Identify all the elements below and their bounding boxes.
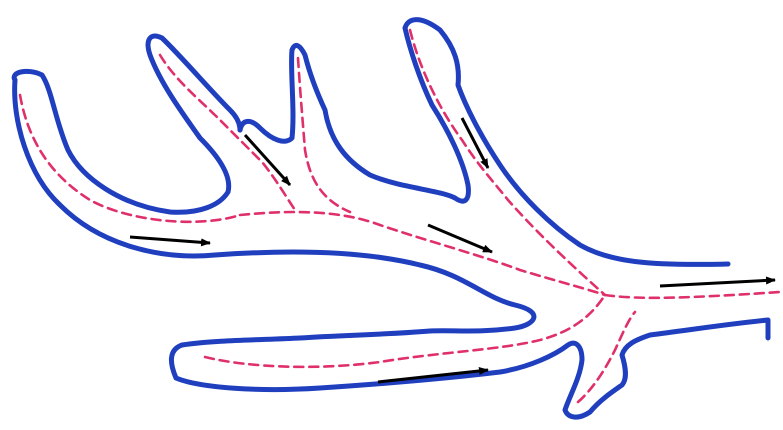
flow-path-outflow: [605, 292, 780, 298]
flow-path-upper-right: [410, 30, 605, 295]
channel-outline-group: [14, 20, 768, 417]
flow-arrow-outflow: [660, 280, 775, 286]
flow-arrow-left-branch: [130, 237, 210, 243]
left-branch-inner-outline: [15, 80, 534, 331]
left-branch-outer-outline: [14, 36, 240, 212]
flow-arrow-main-trunk: [428, 225, 492, 252]
flow-path-group: [20, 30, 780, 402]
lower-branch-outline: [171, 320, 768, 417]
flow-path-lower-right-tributary: [578, 312, 635, 402]
flow-path-middle: [298, 58, 350, 212]
middle-branch-outline: [240, 20, 728, 265]
